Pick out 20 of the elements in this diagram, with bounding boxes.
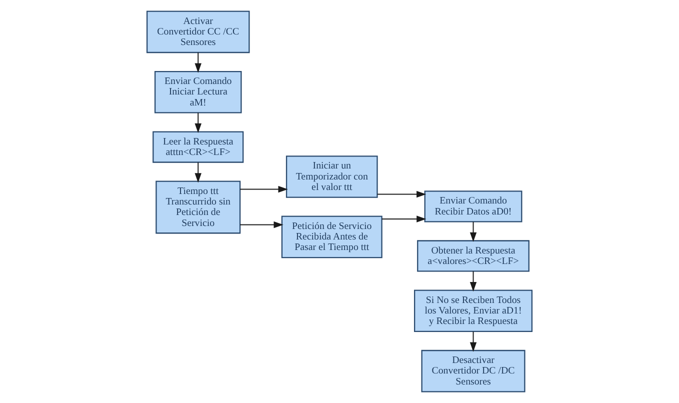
arrow (194, 52, 202, 73)
node-box: Activar Convertidor CC /CC Sensores (146, 10, 250, 54)
arrow (470, 331, 477, 352)
arrow (470, 270, 477, 292)
node-box: Enviar Comando Iniciar Lectura aM! (154, 70, 242, 114)
arrow (194, 162, 202, 183)
node-box: Petición de Servicio Recibida Antes de Pasar el Tiempo ttt (281, 216, 382, 258)
node-box: Iniciar un Temporizador con el valor ttt (286, 156, 378, 198)
node-box: Si No se Reciben Todos los Valores, Enviar aD1! y Recibir la Respuesta (414, 290, 533, 332)
arrow (381, 216, 426, 222)
arrow (470, 221, 477, 242)
arrow (240, 221, 284, 228)
node-box: Tiempo ttt Transcurrido sin Petición de Servicio (156, 180, 241, 234)
node-box: Enviar Comando Recibir Datos aD0! (424, 190, 522, 222)
node-box: Leer la Respuesta atttn<CR><LF> (152, 131, 244, 163)
node-box: Obtener la Respuesta a<valores><CR><LF> (417, 240, 530, 272)
node-box: Desactivar Convertidor DC /DC Sensores (421, 350, 526, 392)
arrow (240, 186, 288, 193)
arrow (376, 190, 426, 198)
arrow (194, 112, 202, 134)
